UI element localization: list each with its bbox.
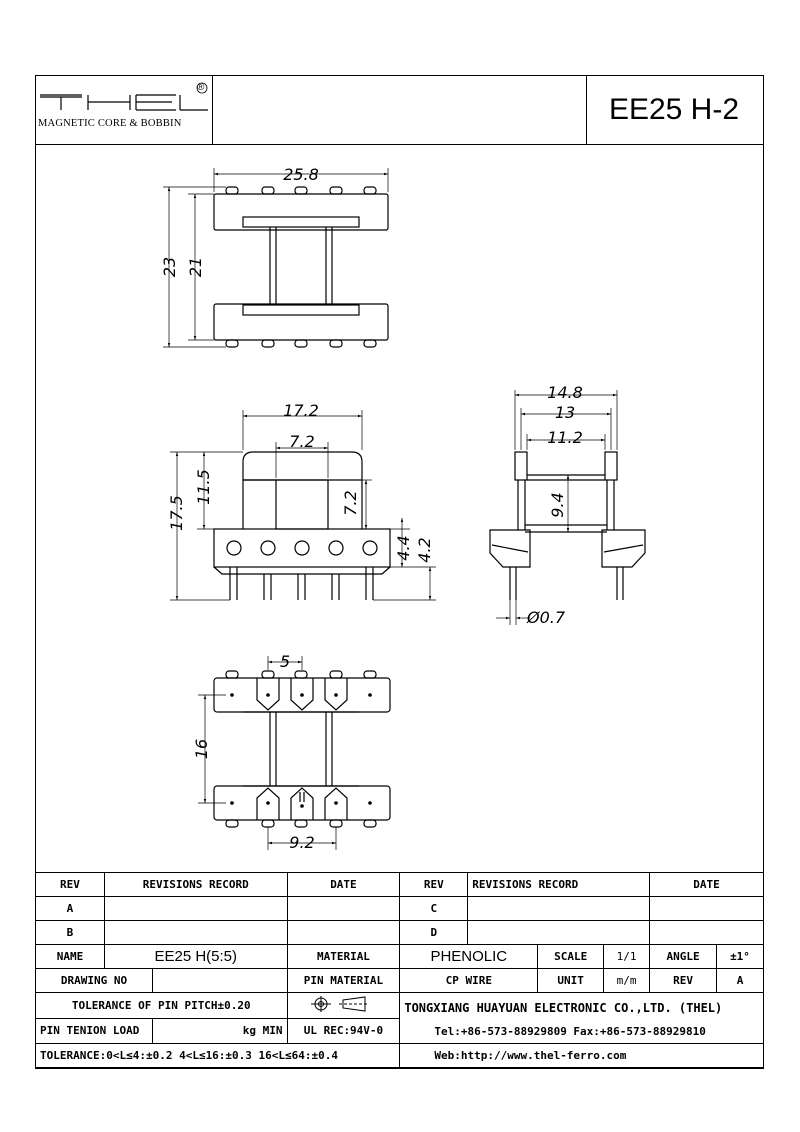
rev-c: C xyxy=(399,896,469,921)
angle-label: ANGLE xyxy=(649,944,717,969)
drawing-no-label: DRAWING NO xyxy=(35,968,153,993)
dim-front-window: 7.2 xyxy=(341,490,360,515)
dim-front-base: 4.4 xyxy=(394,535,413,560)
drawing-sheet-border xyxy=(35,75,764,1069)
date-header-2: DATE xyxy=(649,872,764,897)
rev-d: D xyxy=(399,920,469,945)
pin-tension-label: PIN TENION LOAD xyxy=(35,1017,153,1044)
pin-material-label: PIN MATERIAL xyxy=(286,968,401,993)
projection-symbol xyxy=(286,992,401,1019)
company-name: TONGXIANG HUAYUAN ELECTRONIC CO.,LTD. (T… xyxy=(404,1001,723,1015)
rev-value: A xyxy=(716,968,764,993)
rev-b-date xyxy=(286,920,401,945)
rev-a-record xyxy=(103,896,288,921)
dim-top-height-outer: 23 xyxy=(160,257,179,277)
material-value: PHENOLIC xyxy=(399,944,539,969)
dim-top-height-inner: 21 xyxy=(186,257,205,277)
dim-front-width: 17.2 xyxy=(283,401,319,420)
projection-icon xyxy=(311,995,370,1012)
rev-c-date xyxy=(649,896,764,921)
dim-pin-diameter: Ø0.7 xyxy=(526,608,566,627)
scale-label: SCALE xyxy=(537,944,605,969)
dim-bottom-row-spacing: 16 xyxy=(192,739,211,759)
dim-front-core-width: 7.2 xyxy=(289,432,314,451)
dim-front-height-total: 17.5 xyxy=(167,495,186,531)
rev-label: REV xyxy=(649,968,717,993)
rev-a-date xyxy=(286,896,401,921)
rev-a: A xyxy=(35,896,105,921)
rev-header: REV xyxy=(35,872,105,897)
tolerance-general: TOLERANCE:0<L≤4:±0.2 4<L≤16:±0.3 16<L≤64… xyxy=(34,1043,401,1068)
rev-d-date xyxy=(649,920,764,945)
date-header: DATE xyxy=(286,872,401,897)
dim-top-width: 25.8 xyxy=(283,165,319,184)
scale-value: 1/1 xyxy=(603,944,651,969)
header-divider xyxy=(35,144,764,146)
rev-b-record xyxy=(103,920,288,945)
angle-value: ±1° xyxy=(716,944,764,969)
unit-value: m/m xyxy=(603,968,651,993)
dim-side-width-inner: 11.2 xyxy=(547,428,583,447)
top-view xyxy=(213,186,389,348)
rev-c-record xyxy=(467,896,651,921)
front-view xyxy=(213,451,391,600)
revisions-record-header: REVISIONS RECORD xyxy=(103,872,288,897)
company-block: TONGXIANG HUAYUAN ELECTRONIC CO.,LTD. (T… xyxy=(399,992,764,1044)
name-label: NAME xyxy=(35,944,105,969)
dim-front-height-flange: 11.5 xyxy=(194,469,213,505)
company-web: Web:http://www.thel-ferro.com xyxy=(399,1043,764,1068)
logo-subtitle: MAGNETIC CORE & BOBBIN xyxy=(38,118,182,129)
dim-bottom-span: 9.2 xyxy=(289,833,314,852)
pin-material-value: CP WIRE xyxy=(399,968,539,993)
rev-b: B xyxy=(35,920,105,945)
dim-side-height: 9.4 xyxy=(548,492,567,517)
title-box-left xyxy=(586,75,588,144)
dim-side-width-outer: 14.8 xyxy=(547,383,583,402)
dim-front-pin-length: 4.2 xyxy=(415,537,434,562)
part-title: EE25 H-2 xyxy=(608,93,740,126)
rev-d-record xyxy=(467,920,651,945)
drawing-no-value xyxy=(151,968,288,993)
side-view xyxy=(489,451,646,600)
tolerance-pin-pitch: TOLERANCE OF PIN PITCH±0.20 xyxy=(35,992,288,1019)
unit-label: UNIT xyxy=(537,968,605,993)
registered-mark: ® xyxy=(197,82,205,93)
dim-bottom-pitch: 5 xyxy=(280,652,290,671)
material-label: MATERIAL xyxy=(286,944,401,969)
company-tel-fax: Tel:+86-573-88929809 Fax:+86-573-8892981… xyxy=(434,1025,706,1038)
pin-tension-unit: kg MIN xyxy=(151,1017,288,1044)
revisions-record-header-2: REVISIONS RECORD xyxy=(467,872,651,897)
name-value: EE25 H(5:5) xyxy=(103,944,288,969)
logo-box-right xyxy=(212,75,214,144)
ul-rec: UL REC:94V-0 xyxy=(286,1017,401,1044)
rev-header-2: REV xyxy=(399,872,469,897)
dim-side-width-mid: 13 xyxy=(555,403,575,422)
title-block: REV REVISIONS RECORD DATE REV REVISIONS … xyxy=(34,872,764,1068)
